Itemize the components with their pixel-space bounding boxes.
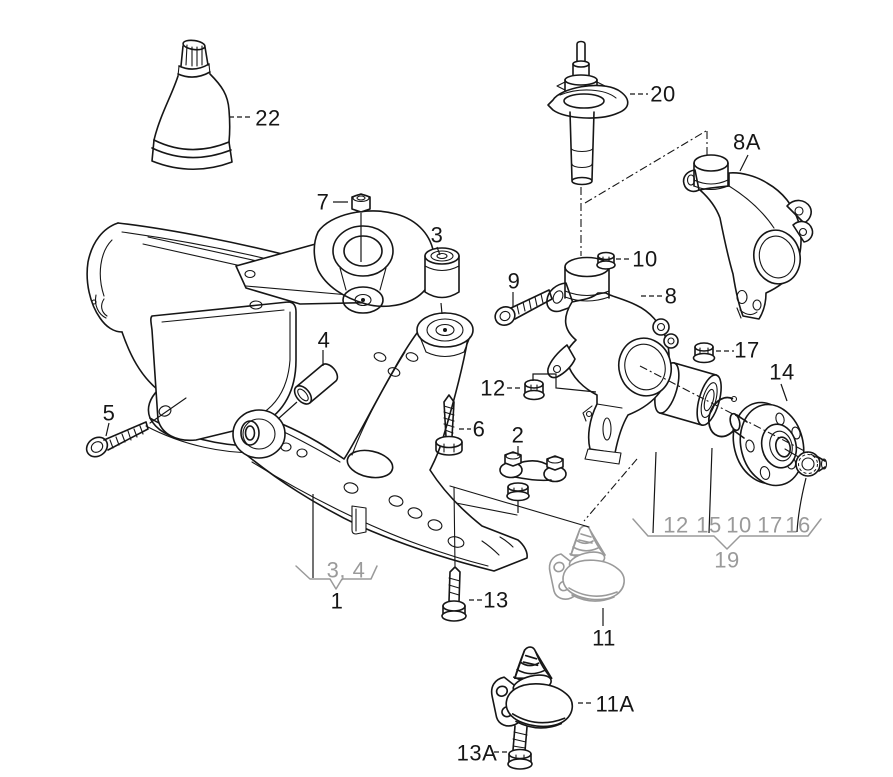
coupling-link-part-2 (499, 451, 567, 502)
bolt-part-9 (494, 289, 553, 326)
callout-9[interactable]: 9 (508, 269, 521, 294)
wheel-bearing (654, 361, 722, 427)
bearing-kit-bracket (632, 518, 822, 550)
ball-joint-11a (490, 646, 574, 729)
screw-part-13a (507, 725, 533, 770)
wheel-hub (729, 401, 828, 487)
sleeve-part-4 (293, 363, 339, 405)
kit-label-19[interactable]: 19 (714, 548, 739, 573)
console-ring-boss (332, 225, 394, 277)
callout-6[interactable]: 6 (473, 417, 486, 442)
callout-4[interactable]: 4 (318, 328, 331, 353)
callout-11a[interactable]: 11A (595, 692, 634, 717)
callout-2[interactable]: 2 (512, 423, 525, 448)
bolt-part-5 (85, 397, 187, 458)
wheel-bearing-housing-8 (546, 256, 679, 465)
leader-lines (105, 93, 807, 753)
callout-12[interactable]: 12 (480, 376, 505, 401)
callout-3[interactable]: 3 (431, 223, 444, 248)
nut-part-12 (523, 379, 545, 401)
kit-label-3-4[interactable]: 3, 4 (327, 558, 366, 583)
kit-item-17[interactable]: 17 (757, 513, 782, 538)
kit-item-16[interactable]: 16 (785, 513, 810, 538)
callout-13a[interactable]: 13A (457, 741, 498, 766)
knuckle8a-bore (753, 229, 801, 285)
knuckle8-bore (617, 337, 673, 397)
screw-part-13 (441, 566, 467, 622)
knuckle8-tie-rod-arm (547, 344, 576, 379)
bushing-part-3 (424, 247, 460, 299)
ball-joint-11 (548, 525, 625, 602)
subframe (86, 210, 436, 454)
control-arm-kit-bracket (295, 565, 378, 590)
callout-1[interactable]: 1 (331, 589, 344, 614)
grease-tube (151, 39, 233, 171)
knuckle8a-strut-boss (693, 154, 729, 172)
screw-part-6 (435, 394, 463, 456)
bearing-kit-labels: 12 15 10 17 16 19 3, 4 (327, 513, 811, 583)
callout-22[interactable]: 22 (255, 106, 280, 131)
callout-8a[interactable]: 8A (733, 130, 761, 155)
callout-20[interactable]: 20 (650, 82, 675, 107)
shock-absorber-strut (547, 40, 629, 186)
knuckle8-clamp-ear (546, 282, 575, 313)
link-flange-nut (506, 482, 530, 502)
link-nut-right (546, 455, 564, 471)
hub-axle-stub (729, 412, 741, 432)
console-hub-boss (342, 286, 384, 314)
kit-item-10[interactable]: 10 (726, 513, 751, 538)
kit-item-15[interactable]: 15 (696, 513, 721, 538)
assembly-axis-lines (580, 130, 821, 522)
callout-11[interactable]: 11 (592, 626, 616, 651)
arm-clip-bracket (351, 505, 367, 535)
axle-nut-16 (795, 451, 828, 477)
callout-13[interactable]: 13 (483, 588, 508, 613)
callout-5[interactable]: 5 (103, 401, 116, 426)
nut-part-10 (596, 251, 616, 270)
link-nut-left (504, 451, 522, 467)
kit-item-12[interactable]: 12 (663, 513, 688, 538)
arm-oval-hole (346, 449, 394, 479)
callout-14[interactable]: 14 (769, 360, 794, 385)
callout-labels: 22 7 3 4 5 6 2 12 9 10 8 8A 20 17 14 1 1… (103, 82, 795, 766)
wheel-bearing-housing-8a (682, 154, 814, 320)
callout-17[interactable]: 17 (734, 338, 759, 363)
nut-part-17 (692, 342, 716, 364)
callout-10[interactable]: 10 (632, 247, 657, 272)
nut-part-7 (351, 193, 371, 213)
callout-8[interactable]: 8 (665, 284, 678, 309)
callout-7[interactable]: 7 (317, 190, 330, 215)
